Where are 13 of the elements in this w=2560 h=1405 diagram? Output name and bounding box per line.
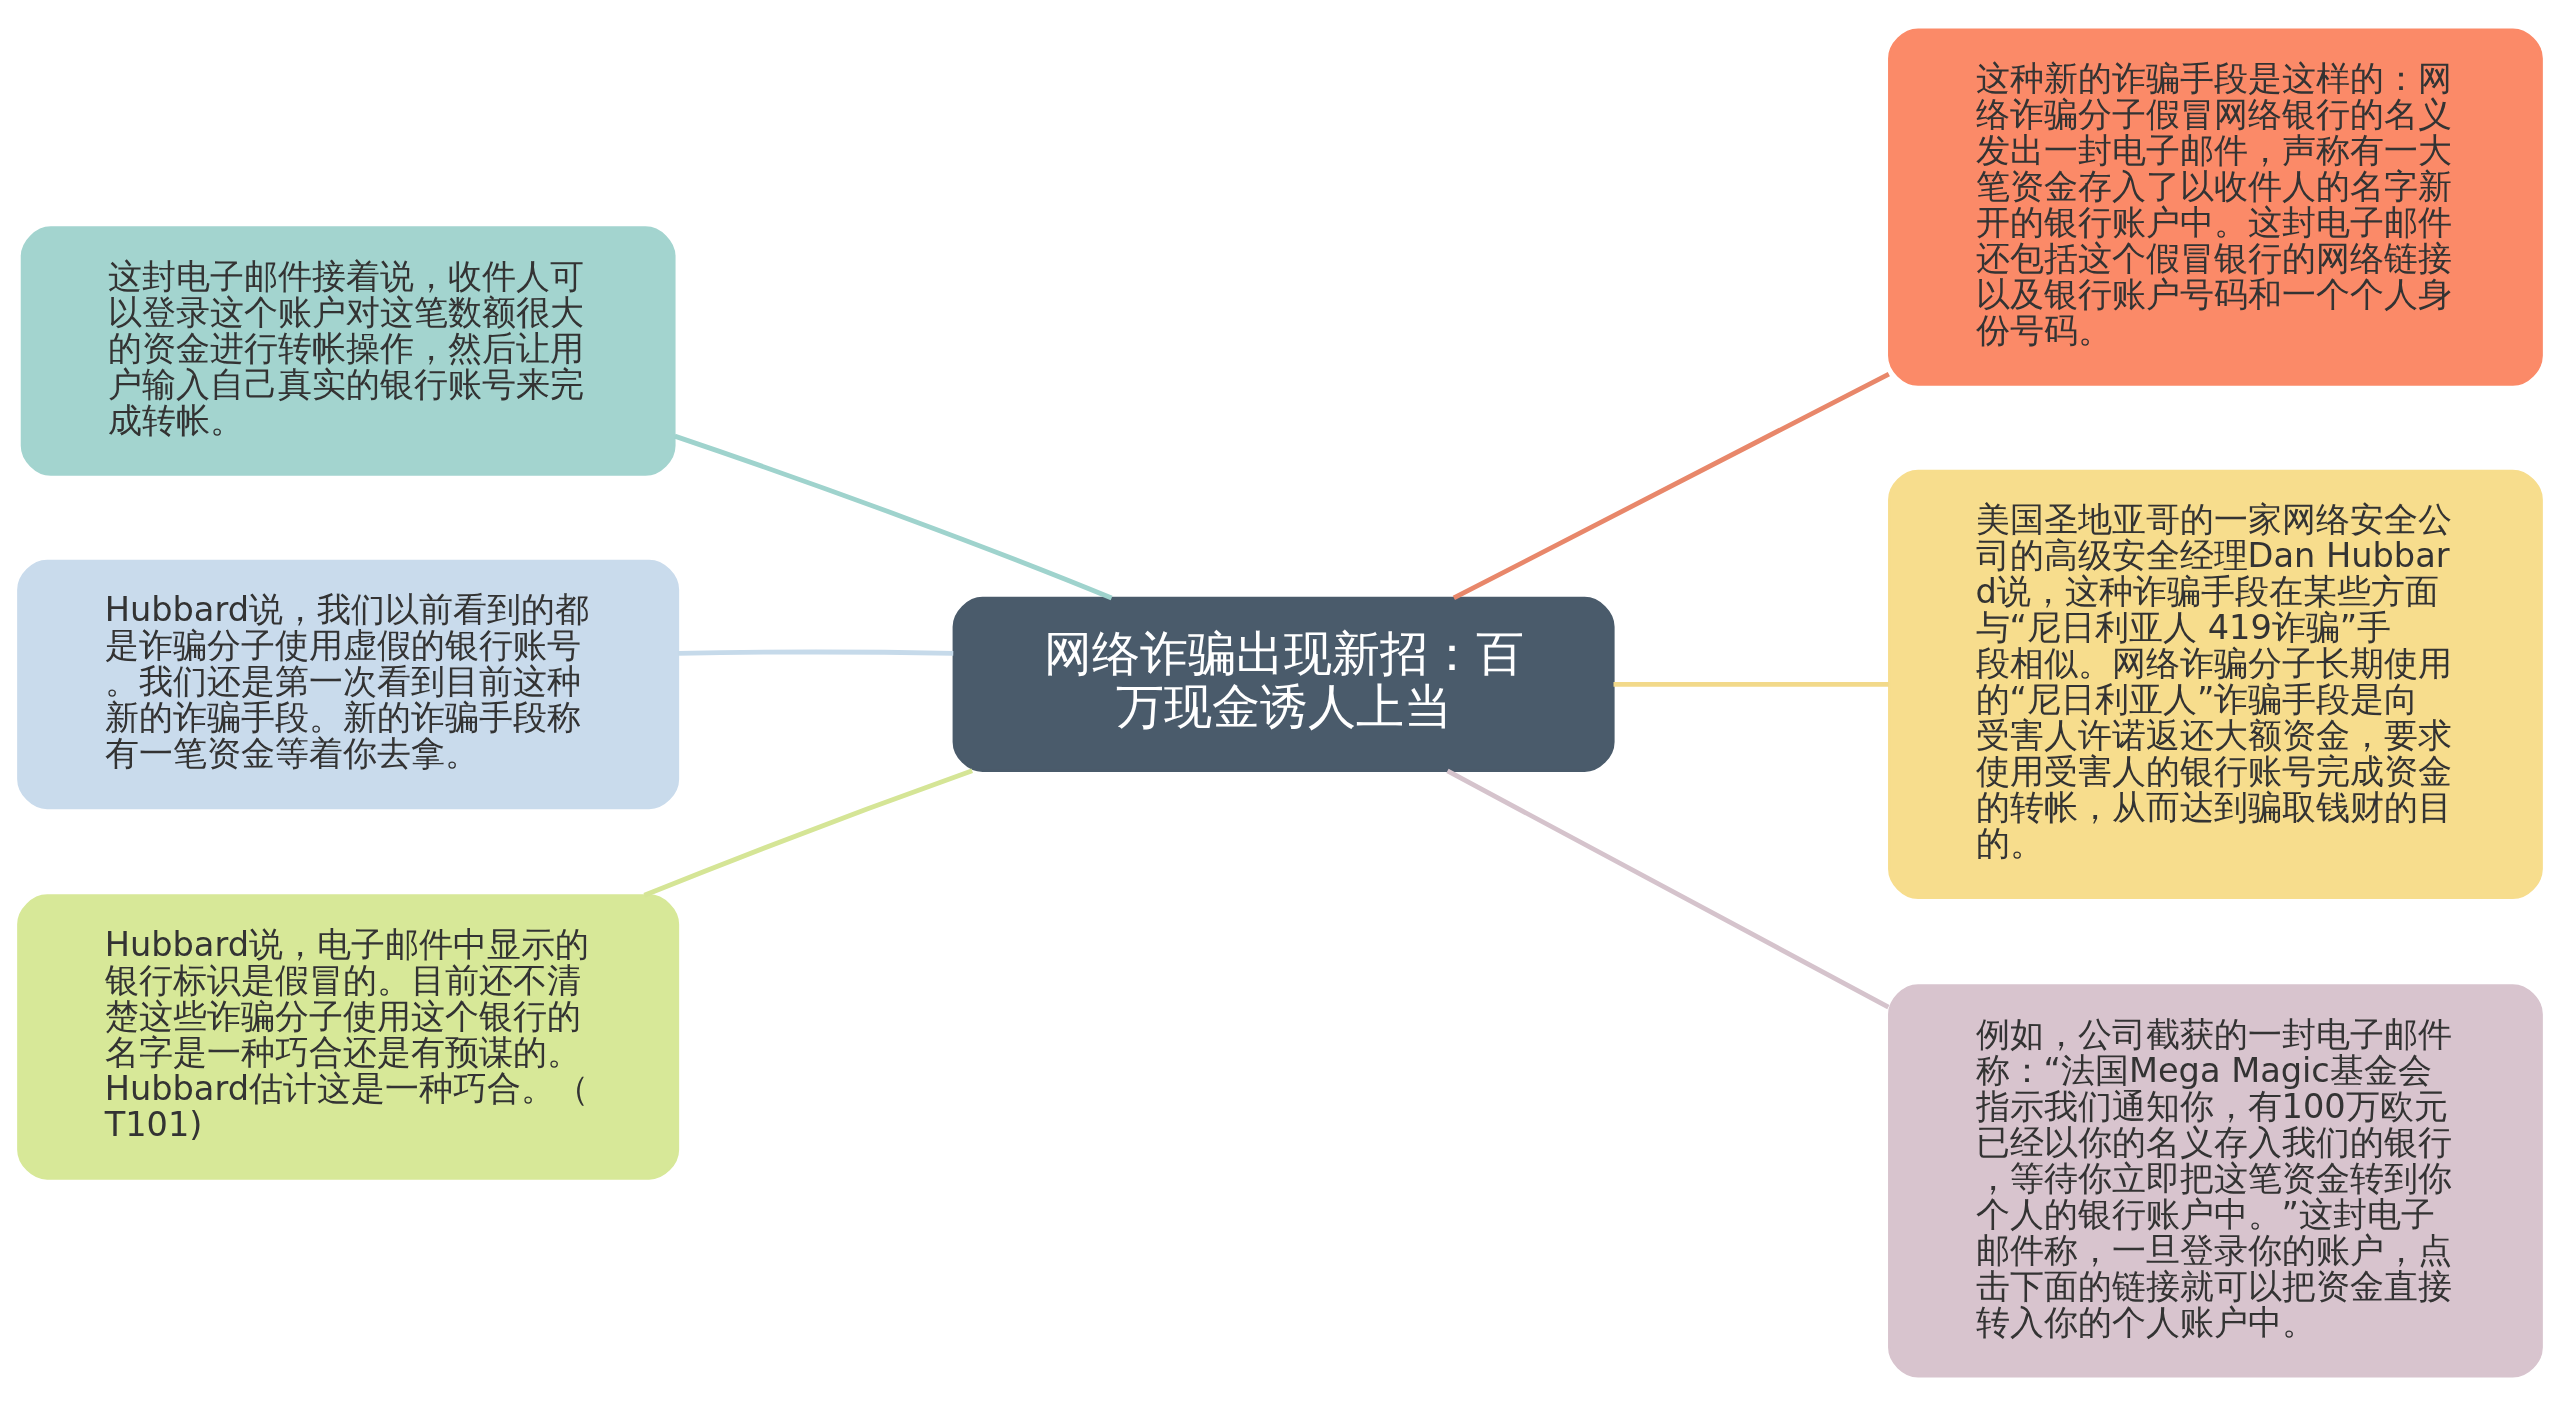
connector — [643, 768, 973, 898]
node-box: 这种新的诈骗手段是这样的：网络诈骗分子假冒网络银行的名义发出一封电子邮件，声称有一大笔资金存入了以收件人的名字新开的银行账户中。这封电子邮件还包括这个假冒银行的网络链接以及银行账户号码和一个个人身份号码。 — [1888, 27, 2543, 386]
connector — [673, 433, 1113, 600]
node-box: Hubbard说，我们以前看到的都是诈骗分子使用虚假的银行账号。我们还是第一次看到目前这种新的诈骗手段。新的诈骗手段称有一笔资金等着你去拿。 — [17, 559, 680, 809]
connector — [1452, 371, 1890, 600]
node-box: 美国圣地亚哥的一家网络安全公司的高级安全经理Dan Hubbard说，这种诈骗手段在某些方面与“尼日利亚人 419诈骗”手段相似。网络诈骗分子长期使用的“尼日利亚人”诈骗手段是向受害人许诺返还大额资金，要求使用受害人的银行账号完成资金的转帐，从而达到骗取钱财的目的。 — [1888, 469, 2543, 899]
connector — [1446, 768, 1890, 1009]
node-box: 例如，公司截获的一封电子邮件称：“法国Mega Magic基金会指示我们通知你，有100万欧元已经以你的名义存入我们的银行，等待你立即把这笔资金转到你个人的银行账户中。”这封电子邮件称，一旦登录你的账户，点击下面的链接就可以把资金直接转入你的个人账户中。 — [1888, 983, 2543, 1378]
node-box: 这封电子邮件接着说，收件人可以登录这个账户对这笔数额很大的资金进行转帐操作，然后让用户输入自己真实的银行账号来完成转帐。 — [20, 225, 676, 476]
connector — [677, 649, 954, 656]
node-box: Hubbard说，电子邮件中显示的银行标识是假冒的。目前还不清楚这些诈骗分子使用这个银行的名字是一种巧合还是有预谋的。Hubbard估计这是一种巧合。（T101) — [17, 893, 680, 1180]
node-box: 网络诈骗出现新招：百万现金诱人上当 — [952, 596, 1615, 772]
connector — [1613, 681, 1889, 687]
